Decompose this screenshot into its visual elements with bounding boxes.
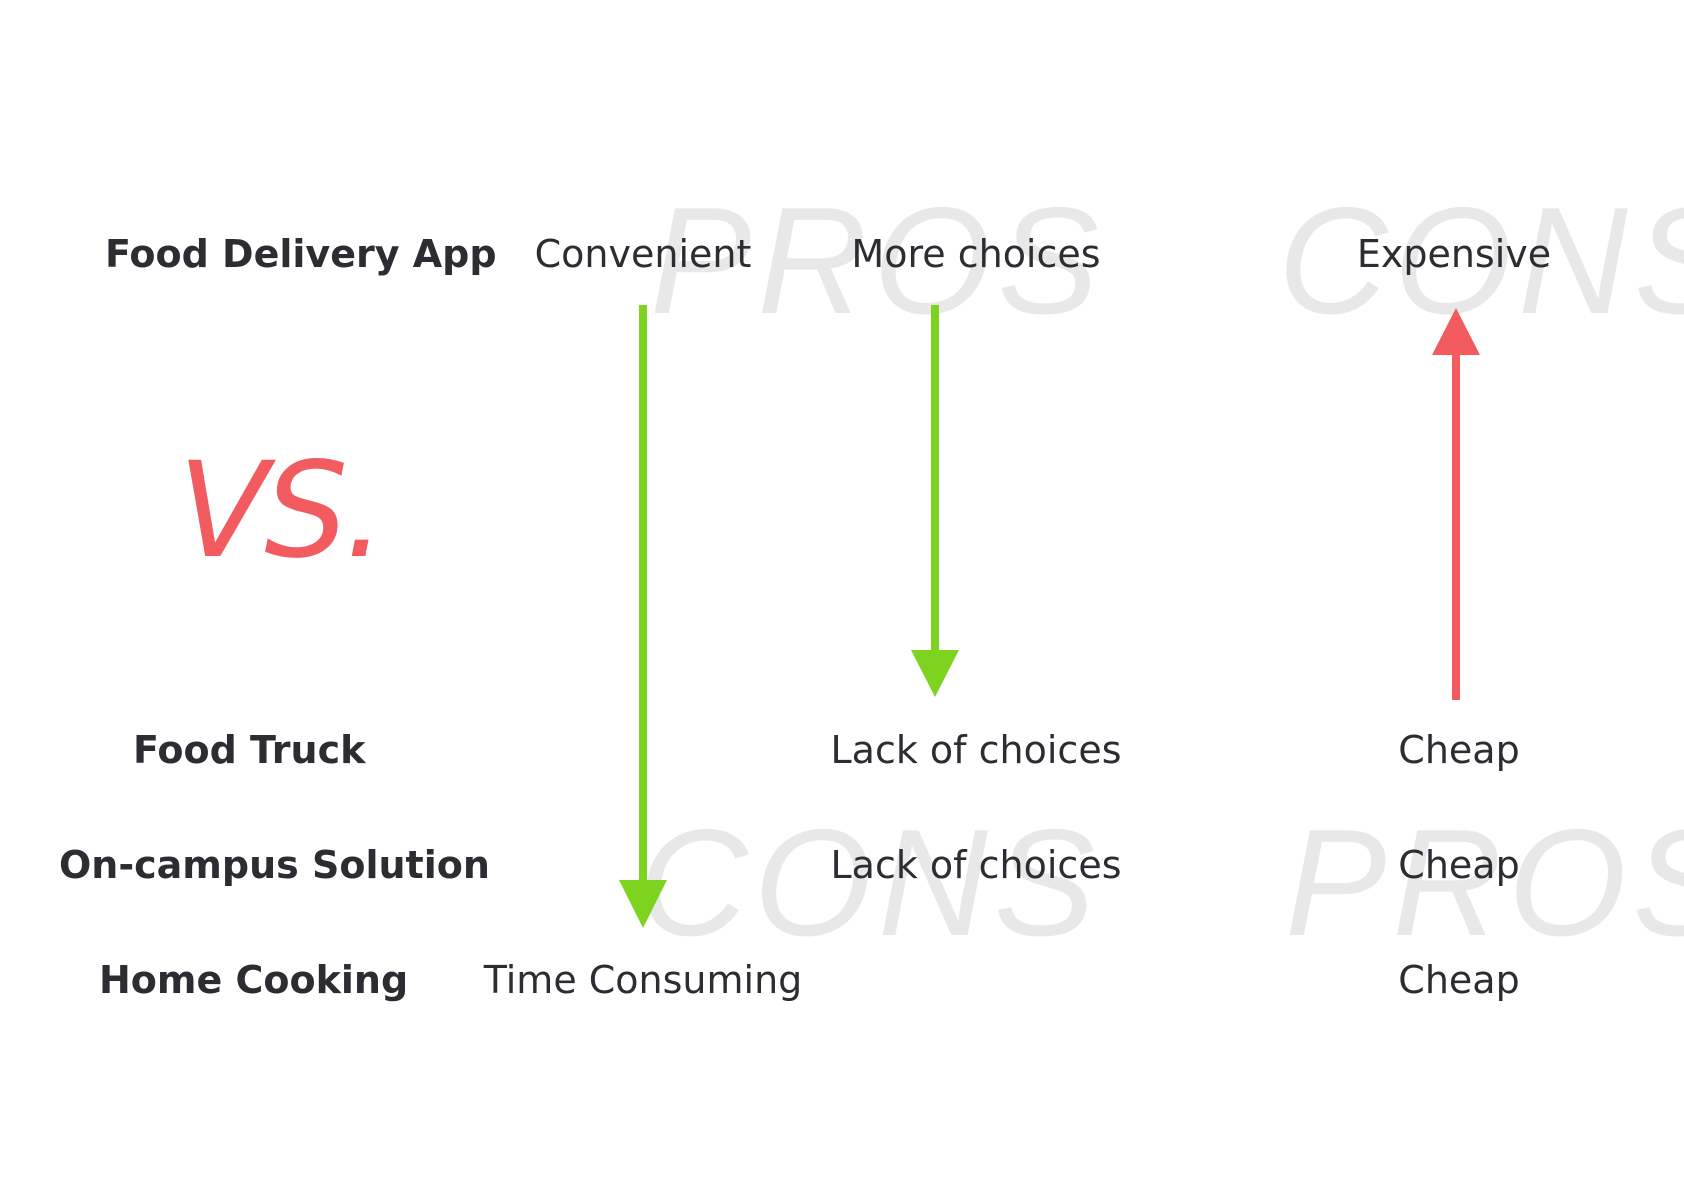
cell-food-truck-cheap: Cheap (1398, 728, 1520, 772)
row-label-food-truck: Food Truck (133, 728, 366, 772)
cell-food-delivery-more-choices: More choices (851, 232, 1101, 276)
cell-home-cooking-cheap: Cheap (1398, 958, 1520, 1002)
watermark-pros-top: PROS (650, 176, 1105, 346)
row-label-food-delivery-app: Food Delivery App (105, 232, 497, 276)
cell-food-truck-lack-of-choices: Lack of choices (830, 728, 1122, 772)
cell-on-campus-cheap: Cheap (1398, 843, 1520, 887)
arrow-convenient-to-time-consuming (619, 305, 667, 928)
cell-food-delivery-expensive: Expensive (1356, 232, 1552, 276)
vs-title: VS. (178, 434, 386, 588)
watermark-cons-top: CONS (1278, 176, 1684, 346)
arrow-cheap-to-expensive (1432, 308, 1480, 700)
watermark-cons-bottom: CONS (638, 798, 1102, 968)
row-label-on-campus-solution: On-campus Solution (59, 843, 490, 887)
watermark-pros-bottom: PROS (1285, 798, 1684, 968)
arrow-more-choices-to-lack-of-choices (911, 305, 959, 697)
cell-on-campus-lack-of-choices: Lack of choices (830, 843, 1122, 887)
cell-food-delivery-convenient: Convenient (534, 232, 752, 276)
cell-home-cooking-time-consuming: Time Consuming (483, 958, 803, 1002)
row-label-home-cooking: Home Cooking (99, 958, 409, 1002)
